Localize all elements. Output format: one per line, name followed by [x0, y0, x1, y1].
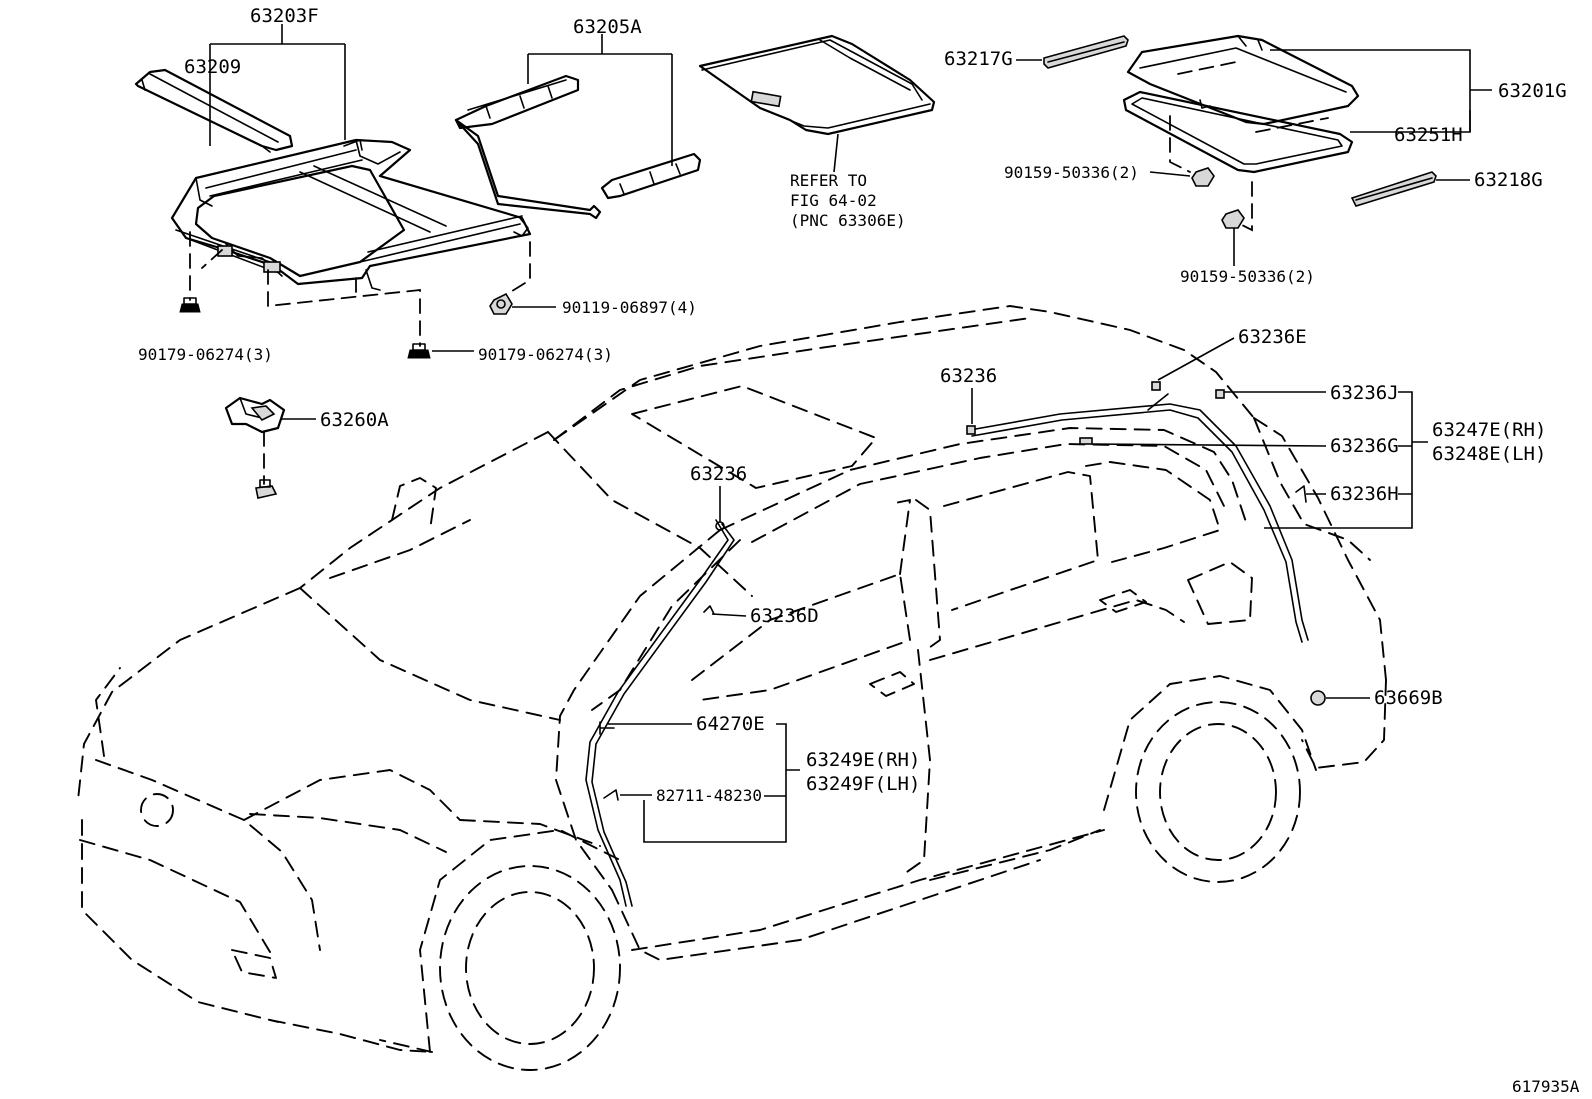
label-63201G: 63201G — [1498, 80, 1567, 102]
part-63218G-moulding — [1350, 171, 1437, 207]
label-63209: 63209 — [184, 56, 241, 78]
label-63251H: 63251H — [1394, 124, 1463, 146]
part-63203F-frame — [170, 138, 532, 291]
label-63205A: 63205A — [573, 16, 642, 38]
part-63201G-glass — [1126, 34, 1360, 133]
label-90119: 90119-06897(4) — [562, 298, 697, 317]
label-refer-to: REFER TO — [790, 171, 867, 190]
label-63248E: 63248E(LH) — [1432, 443, 1546, 465]
label-refer-fig: FIG 64-02 — [790, 191, 877, 210]
label-63236-roof: 63236 — [940, 365, 997, 387]
label-64270E: 64270E — [696, 713, 765, 735]
clip-82711 — [603, 789, 619, 801]
grommet-63669B — [1310, 690, 1326, 706]
label-63236G: 63236G — [1330, 435, 1399, 457]
bolt-90179-left — [179, 297, 201, 313]
label-90179-left: 90179-06274(3) — [138, 345, 273, 364]
label-63249F: 63249F(LH) — [806, 773, 920, 795]
part-63205A-rails — [454, 74, 702, 220]
label-63203F: 63203F — [250, 5, 319, 27]
sunshade-panel — [698, 34, 936, 136]
clip-64270E — [599, 721, 615, 735]
bolt-90179-right — [407, 343, 431, 359]
label-90159-top: 90159-50336(2) — [1004, 163, 1139, 182]
clip-63236G — [1079, 437, 1093, 445]
clip-63236D — [703, 605, 715, 615]
label-63669B: 63669B — [1374, 687, 1443, 709]
label-63247E: 63247E(RH) — [1432, 419, 1546, 441]
label-63218G: 63218G — [1474, 169, 1543, 191]
figure-id: 617935A — [1512, 1077, 1580, 1096]
label-63236-front: 63236 — [690, 463, 747, 485]
label-63236J: 63236J — [1330, 382, 1399, 404]
part-63251H-weatherstrip — [1122, 90, 1354, 174]
frame-bolt-leaders — [189, 231, 531, 347]
bracket-63203F — [209, 24, 346, 146]
label-63249E: 63249E(RH) — [806, 749, 920, 771]
label-63236D: 63236D — [750, 605, 819, 627]
bracket-63201G — [1270, 49, 1492, 133]
clip-63236E — [1151, 381, 1161, 391]
label-82711: 82711-48230 — [656, 786, 762, 805]
drain-hose-front — [585, 519, 735, 907]
label-90159-bottom: 90159-50336(2) — [1180, 267, 1315, 286]
clip-63236J — [1215, 389, 1225, 399]
part-63260A-motor — [224, 396, 316, 499]
label-refer-pnc: (PNC 63306E) — [790, 211, 906, 230]
label-63260A: 63260A — [320, 409, 389, 431]
glass-bolts — [1149, 115, 1253, 266]
car-callout-leaders — [608, 337, 1428, 843]
nut-90119 — [489, 292, 513, 315]
label-63217G: 63217G — [944, 48, 1013, 70]
part-63209-rail — [134, 68, 294, 153]
clip-63236H — [1295, 485, 1307, 503]
label-63236H: 63236H — [1330, 483, 1399, 505]
part-63217G-moulding — [1043, 35, 1129, 69]
clip-63236-roof — [966, 425, 976, 435]
bracket-63205A — [527, 34, 673, 166]
vehicle-outline — [77, 305, 1387, 1071]
label-63236E: 63236E — [1238, 326, 1307, 348]
label-90179-right: 90179-06274(3) — [478, 345, 613, 364]
